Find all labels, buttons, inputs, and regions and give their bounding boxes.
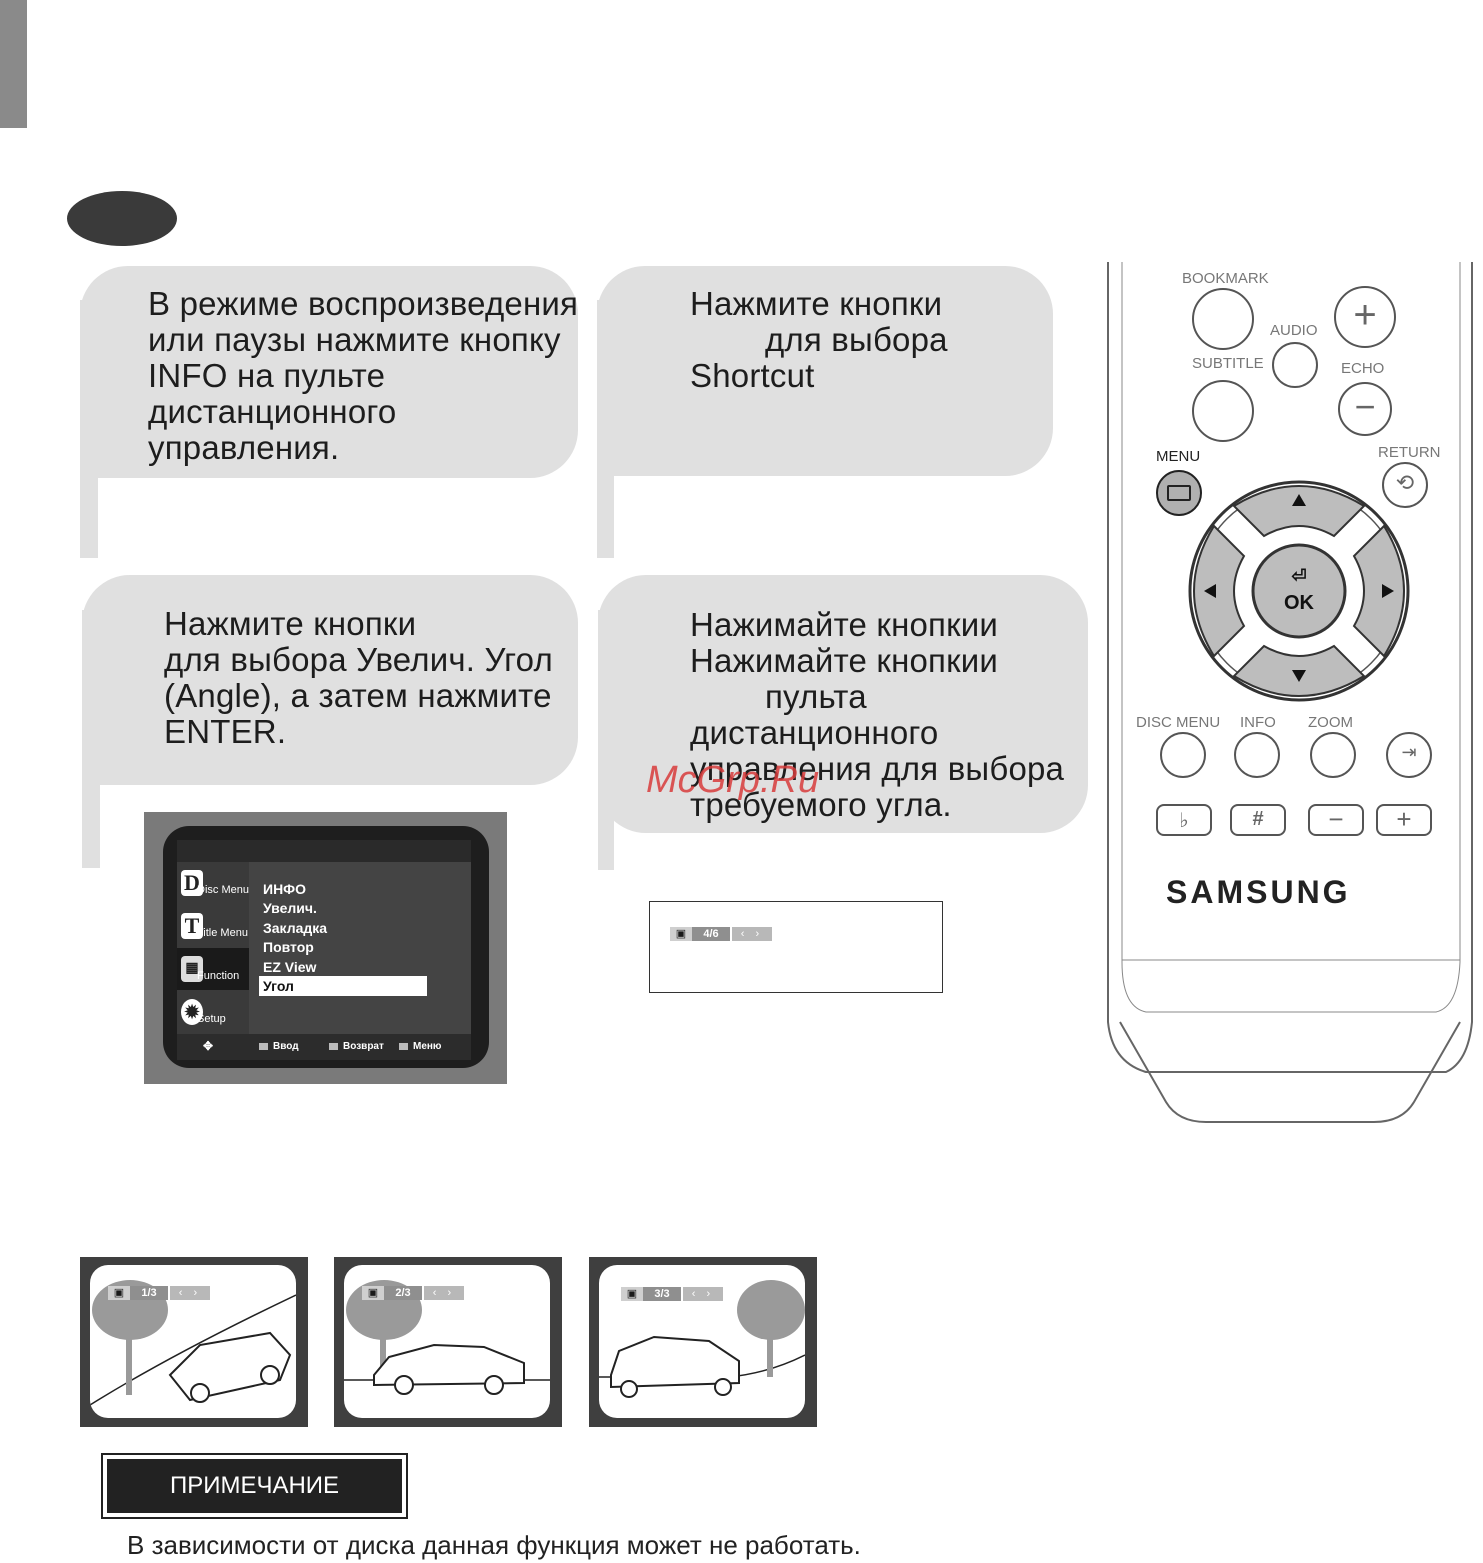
- echo-minus-button[interactable]: −: [1338, 382, 1392, 436]
- title-icon: T: [181, 913, 203, 939]
- up-button: [1232, 485, 1366, 538]
- flat-icon: ♭: [1179, 810, 1189, 832]
- minus-icon: −: [1328, 804, 1344, 834]
- plus-icon: +: [1396, 804, 1412, 834]
- osd-function-list: ИНФО Увелич. Закладка Повтор EZ View Уго…: [249, 862, 471, 1034]
- osd-sidebar: D Disc Menu T Title Menu ▦ Function ✹ Se…: [177, 862, 249, 1034]
- angle-scene-1: ▣ 1/3 ‹ ›: [80, 1257, 308, 1427]
- angle-scene-3: ▣ 3/3 ‹ ›: [589, 1257, 817, 1427]
- remote-control: BOOKMARK AUDIO + SUBTITLE ECHO − MENU RE…: [1106, 262, 1474, 1124]
- osd-footer-return: Возврат: [329, 1041, 384, 1052]
- exit-icon: ⇥: [1401, 742, 1417, 762]
- osd-screen: D Disc Menu T Title Menu ▦ Function ✹ Se…: [163, 826, 489, 1068]
- flat-button[interactable]: ♭: [1156, 804, 1212, 836]
- sharp-button[interactable]: #: [1230, 804, 1286, 836]
- menu-label: MENU: [1156, 448, 1201, 465]
- zoom-button[interactable]: [1310, 732, 1356, 778]
- osd-nav-icon: ✥: [203, 1039, 214, 1053]
- echo-label: ECHO: [1341, 360, 1385, 377]
- osd-side-disc-menu[interactable]: D Disc Menu: [177, 862, 249, 904]
- subtitle-label: SUBTITLE: [1192, 355, 1264, 372]
- note-heading-box: ПРИМЕЧАНИЕ: [101, 1453, 408, 1519]
- ok-button[interactable]: OK: [1284, 592, 1314, 614]
- osd-item-repeat[interactable]: Повтор: [263, 939, 314, 955]
- enter-icon: ⏎: [1291, 566, 1307, 586]
- camera-icon: ▣: [621, 1287, 643, 1301]
- function-icon: ▦: [181, 956, 203, 982]
- audio-button[interactable]: [1272, 342, 1318, 388]
- note-heading: ПРИМЕЧАНИЕ: [107, 1459, 402, 1513]
- osd-side-setup[interactable]: ✹ Setup: [177, 991, 249, 1033]
- osd-footer-enter: Ввод: [259, 1041, 299, 1052]
- key-plus-button[interactable]: +: [1376, 804, 1432, 836]
- sharp-icon: #: [1252, 808, 1264, 830]
- menu-button[interactable]: [1156, 470, 1202, 516]
- disc-menu-button[interactable]: [1160, 732, 1206, 778]
- side-tab: [0, 0, 27, 128]
- note-text: В зависимости от диска данная функция мо…: [127, 1530, 861, 1560]
- step-number-pill: [67, 191, 177, 246]
- camera-icon: ▣: [670, 927, 692, 941]
- return-button[interactable]: ⟲: [1382, 462, 1428, 508]
- angle-scene-2: ▣ 2/3 ‹ ›: [334, 1257, 562, 1427]
- info-button[interactable]: [1234, 732, 1280, 778]
- osd-item-info[interactable]: ИНФО: [263, 881, 307, 897]
- return-label: RETURN: [1378, 444, 1441, 461]
- plus-icon: +: [1353, 293, 1377, 337]
- osd-footer-menu: Меню: [399, 1041, 441, 1052]
- osd-item-zoom[interactable]: Увелич.: [263, 900, 317, 916]
- step-2-bubble: [597, 266, 1053, 476]
- disc-icon: D: [181, 870, 203, 896]
- bookmark-button[interactable]: [1192, 288, 1254, 350]
- step-4-bubble: [598, 575, 1088, 833]
- minus-icon: −: [1354, 386, 1376, 427]
- step-1-bubble: [80, 266, 578, 478]
- osd-top-bar: [177, 840, 471, 862]
- menu-icon: [1167, 485, 1191, 501]
- angle-indicator-box: ▣ 4/6 ‹ ›: [649, 901, 943, 993]
- gear-icon: ✹: [181, 999, 203, 1025]
- scene-3-art: [599, 1280, 805, 1398]
- audio-label: AUDIO: [1270, 322, 1318, 339]
- osd-footer: ✥ Ввод Возврат Меню: [177, 1034, 471, 1060]
- disc-menu-label: DISC MENU: [1136, 714, 1221, 731]
- osd-item-ez-view[interactable]: EZ View: [263, 959, 317, 975]
- right-button: [1352, 524, 1405, 658]
- osd-side-title-menu[interactable]: T Title Menu: [177, 905, 249, 947]
- exit-button[interactable]: ⇥: [1386, 732, 1432, 778]
- osd-item-angle-selected[interactable]: Угол: [259, 976, 427, 996]
- zoom-label: ZOOM: [1308, 714, 1353, 731]
- bookmark-label: BOOKMARK: [1182, 270, 1269, 287]
- remote-outline: [1107, 262, 1473, 1123]
- camera-icon: ▣: [108, 1286, 130, 1300]
- watermark: McGrp.Ru: [646, 759, 820, 801]
- info-label: INFO: [1240, 714, 1276, 731]
- return-icon: ⟲: [1395, 470, 1415, 495]
- subtitle-button[interactable]: [1192, 380, 1254, 442]
- dpad: [1188, 480, 1410, 702]
- osd-side-function[interactable]: ▦ Function: [177, 948, 249, 990]
- key-minus-button[interactable]: −: [1308, 804, 1364, 836]
- osd-item-bookmark[interactable]: Закладка: [263, 920, 328, 936]
- echo-plus-button[interactable]: +: [1334, 286, 1396, 348]
- camera-icon: ▣: [362, 1286, 384, 1300]
- step-3-bubble: [82, 575, 578, 785]
- left-button: [1193, 524, 1246, 658]
- samsung-logo: SAMSUNG: [1166, 874, 1351, 910]
